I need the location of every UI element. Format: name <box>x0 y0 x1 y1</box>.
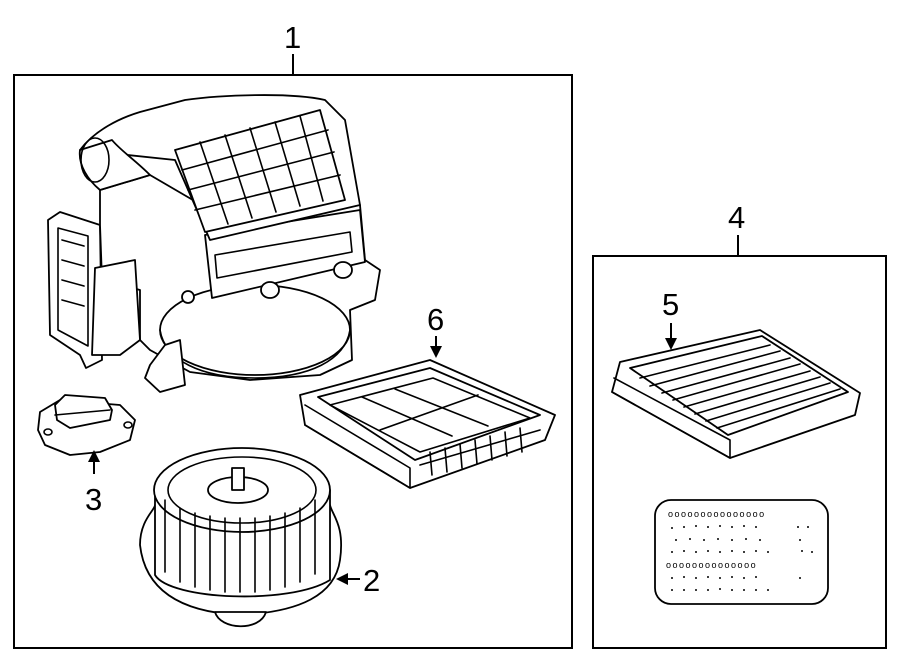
callout-3[interactable]: 3 <box>85 482 102 517</box>
blower-motor-fan[interactable] <box>139 447 342 628</box>
label-row-5: oooooooooooooo <box>666 560 757 570</box>
fan-blades <box>164 499 316 593</box>
instruction-label[interactable]: ooooooooooooooo oooooooooooooo <box>654 499 829 605</box>
blower-case-housing[interactable] <box>47 94 381 393</box>
filter-6-grid <box>361 388 489 437</box>
callout-1[interactable]: 1 <box>284 20 301 55</box>
blower-resistor[interactable] <box>37 394 136 456</box>
callout-5-leader <box>665 323 677 350</box>
callout-4[interactable]: 4 <box>728 200 745 235</box>
callout-5[interactable]: 5 <box>662 287 679 322</box>
inlet-grid <box>181 115 341 225</box>
label-row-1: ooooooooooooooo <box>668 509 766 519</box>
callout-2[interactable]: 2 <box>363 563 380 598</box>
label-dots <box>671 525 813 591</box>
callout-2-leader <box>336 573 360 585</box>
callout-6[interactable]: 6 <box>427 302 444 337</box>
callout-6-leader <box>430 336 442 358</box>
cabin-air-filter-1[interactable] <box>299 359 556 489</box>
group-1-frame <box>13 54 573 649</box>
callout-3-leader <box>88 450 100 474</box>
group-4-frame <box>592 235 887 649</box>
pleated-air-filter[interactable] <box>611 329 861 459</box>
filter-pleats <box>639 344 841 429</box>
